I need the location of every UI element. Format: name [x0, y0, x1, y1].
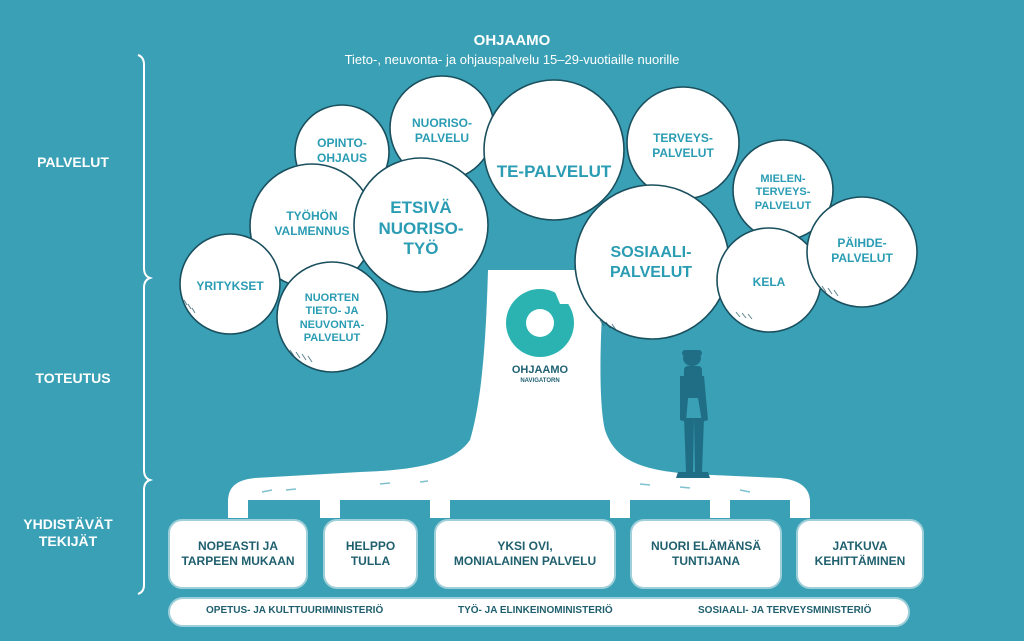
logo-name: OHJAAMO — [511, 364, 569, 376]
ministry-okm: OPETUS- JA KULTTUURIMINISTERIÖ — [206, 605, 384, 616]
logo-tagline: NAVIGATORN — [520, 378, 560, 384]
cloud-etsiva — [353, 157, 489, 293]
factor-label-4: NUORI ELÄMÄNSÄ TUNTIJANA — [651, 539, 761, 568]
service-opinto-ohjaus: OPINTO- OHJAUS — [316, 136, 367, 165]
factor-label-2: HELPPO TULLA — [345, 539, 396, 568]
factor-box-5: JATKUVA KEHITTÄMINEN — [796, 519, 924, 589]
factor-label-1: NOPEASTI JA TARPEEN MUKAAN — [181, 539, 295, 568]
page-title: OHJAAMO — [473, 32, 551, 49]
service-terveyspalvelut: TERVEYS- PALVELUT — [652, 131, 714, 160]
ohjaamo-logo — [506, 289, 574, 357]
ministry-stm: SOSIAALI- JA TERVEYSMINISTERIÖ — [698, 605, 872, 616]
tree-trunk — [228, 270, 810, 518]
factor-box-2: HELPPO TULLA — [323, 519, 418, 589]
service-nuorisopalvelu: NUORISO- PALVELU — [412, 116, 472, 145]
side-label-toteutus: TOTEUTUS — [35, 370, 111, 386]
person-figure — [676, 350, 710, 478]
tree-crown — [179, 75, 918, 373]
cloud-hatching — [183, 285, 839, 363]
factor-box-1: NOPEASTI JA TARPEEN MUKAAN — [168, 519, 308, 589]
factor-label-5: JATKUVA KEHITTÄMINEN — [814, 539, 906, 568]
factor-box-3: YKSI OVI, MONIALAINEN PALVELU — [434, 519, 616, 589]
service-nuorten-tieto: NUORTEN TIETO- JA NEUVONTA- PALVELUT — [299, 292, 365, 345]
side-brace — [137, 54, 154, 595]
factor-label-3: YKSI OVI, MONIALAINEN PALVELU — [453, 539, 597, 568]
service-yritykset: YRITYKSET — [196, 279, 264, 293]
cloud-paihde — [806, 196, 918, 308]
ministries-bar — [168, 597, 910, 627]
service-kela: KELA — [752, 275, 786, 289]
service-sosiaalipalvelut: SOSIAALI- PALVELUT — [609, 244, 693, 281]
factor-box-4: NUORI ELÄMÄNSÄ TUNTIJANA — [630, 519, 782, 589]
side-label-yhdistavat: YHDISTÄVÄT TEKIJÄT — [23, 516, 113, 549]
side-label-palvelut: PALVELUT — [37, 154, 109, 170]
cloud-nuorten — [276, 261, 388, 373]
service-etsiva-nuorisotyo: ETSIVÄ NUORISO- TYÖ — [378, 198, 464, 259]
ministry-tem: TYÖ- JA ELINKEINOMINISTERIÖ — [458, 605, 613, 616]
service-te-palvelut: TE-PALVELUT — [496, 162, 612, 181]
service-tyohon-valmennus: TYÖHÖN VALMENNUS — [274, 209, 350, 238]
cloud-yritykset — [179, 233, 281, 335]
trunk-dashes — [261, 480, 751, 493]
cloud-te — [483, 79, 625, 221]
service-paihdepalvelut: PÄIHDE- PALVELUT — [831, 236, 893, 265]
service-mielenterveyspalvelut: MIELEN- TERVEYS- PALVELUT — [754, 173, 812, 212]
page-subtitle: Tieto-, neuvonta- ja ohjauspalvelu 15–29… — [344, 52, 680, 67]
